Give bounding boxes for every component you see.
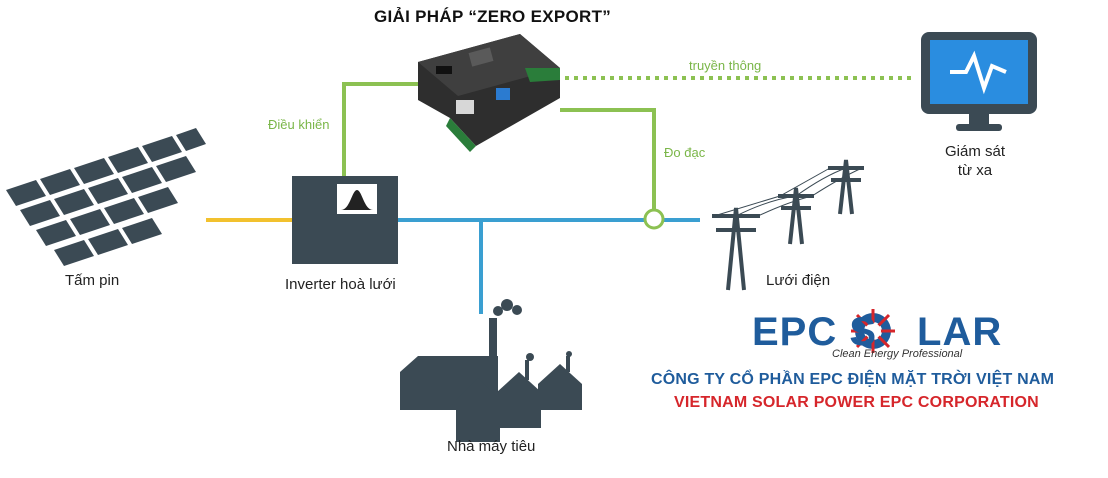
controller-board-icon xyxy=(418,34,560,152)
brand-tagline: Clean Energy Professional xyxy=(832,348,963,360)
factory-icon xyxy=(400,299,582,442)
company-name-vn: CÔNG TY CỔ PHẦN EPC ĐIỆN MẶT TRỜI VIỆT N… xyxy=(651,371,1055,388)
measure-line xyxy=(560,108,656,210)
power-wire-icon xyxy=(713,167,863,217)
monitor-icon xyxy=(921,32,1037,131)
inverter-label: Inverter hoà lưới xyxy=(285,276,396,293)
grid-label: Lưới điện xyxy=(766,272,831,289)
company-name-en: VIETNAM SOLAR POWER EPC CORPORATION xyxy=(674,394,1039,411)
solar-panel-icon xyxy=(6,128,206,266)
communication-label: truyền thông xyxy=(689,58,762,73)
inverter-icon xyxy=(292,176,398,264)
measure-label: Đo đạc xyxy=(664,145,706,160)
factory-label: Nhà máy tiêu xyxy=(447,438,536,455)
power-tower-icon xyxy=(712,159,864,291)
solar-panels-label: Tấm pin xyxy=(65,272,120,289)
control-line xyxy=(342,82,418,176)
brand-text-right: LAR xyxy=(917,310,1003,354)
brand-text-left: EPC S xyxy=(752,310,878,354)
brand-logo: EPC S LAR xyxy=(752,312,1002,352)
monitor-label-line1: Giám sát xyxy=(944,143,1005,160)
control-label: Điều khiển xyxy=(268,117,330,132)
measure-sensor-icon xyxy=(643,208,665,230)
monitor-label-line2: từ xa xyxy=(957,162,993,179)
sun-logo-icon xyxy=(851,309,895,353)
diagram-title: GIẢI PHÁP “ZERO EXPORT” xyxy=(374,7,612,26)
